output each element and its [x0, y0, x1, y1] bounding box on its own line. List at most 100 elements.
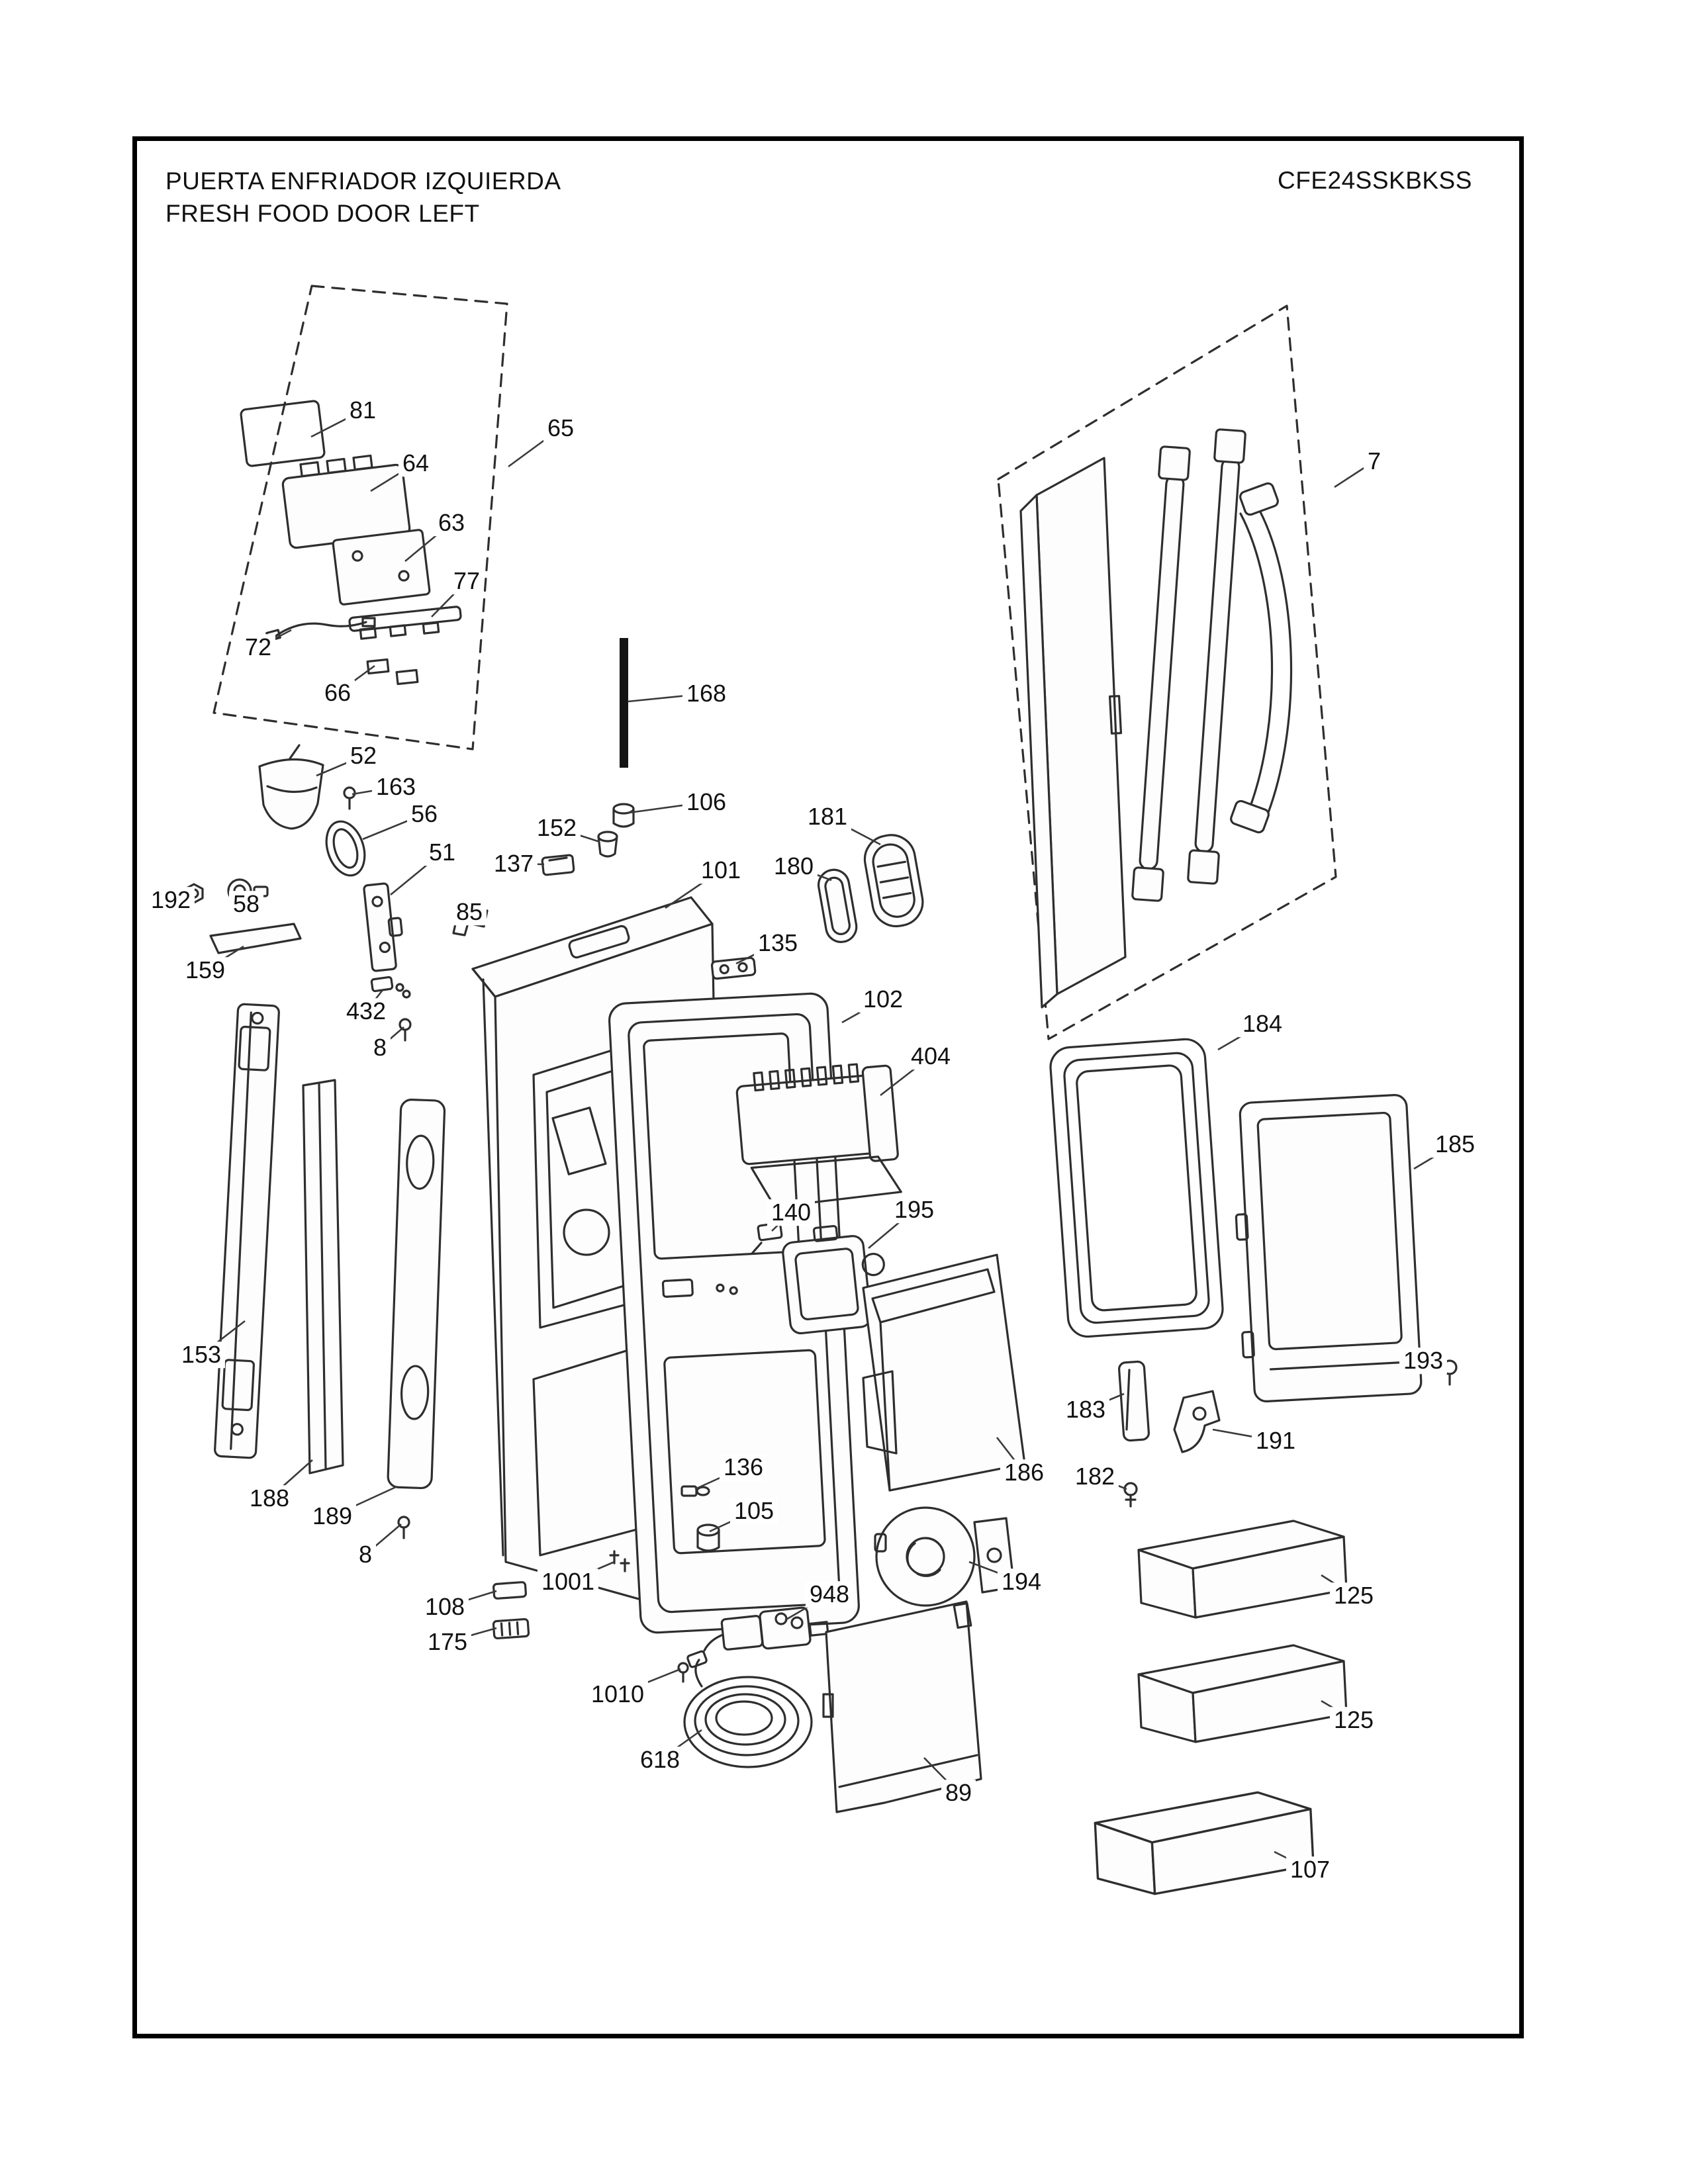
part-7-curved-handle	[1230, 482, 1293, 834]
part-432-retainer	[370, 976, 411, 999]
part-7-handle-bar-1	[1131, 445, 1191, 902]
part-65-module-box	[212, 285, 508, 751]
callout-193: 193	[1399, 1347, 1448, 1374]
callout-180: 180	[769, 853, 818, 880]
part-188-trim-strip	[302, 1079, 344, 1475]
callout-159: 159	[181, 957, 230, 983]
callout-188: 188	[245, 1485, 294, 1512]
callout-137: 137	[489, 850, 538, 877]
callout-163: 163	[371, 774, 420, 800]
callout-108: 108	[420, 1594, 469, 1620]
callout-186: 186	[1000, 1459, 1049, 1486]
model-number: CFE24SSKBKSS	[1278, 167, 1472, 194]
callout-152: 152	[532, 815, 581, 841]
part-1001-screws	[609, 1550, 630, 1572]
callout-175: 175	[423, 1629, 472, 1655]
part-125-door-bin-1	[1137, 1520, 1348, 1619]
part-64-dispenser-board	[281, 454, 411, 549]
part-63-control-board	[332, 529, 431, 606]
callout-105: 105	[729, 1498, 778, 1524]
callout-192: 192	[146, 887, 195, 913]
callout-1010: 1010	[586, 1681, 649, 1707]
part-105-plug	[696, 1524, 720, 1552]
part-195-auger-module	[782, 1224, 885, 1335]
callout-85: 85	[451, 899, 487, 925]
part-185-access-panel	[1235, 1094, 1423, 1402]
callout-432: 432	[342, 998, 391, 1024]
part-52-dispenser-funnel	[258, 744, 324, 830]
callout-8: 8	[369, 1034, 391, 1061]
callout-72: 72	[240, 634, 276, 660]
part-152-grommet	[597, 831, 618, 858]
part-153-flipper-mullion	[214, 1003, 280, 1459]
callout-125: 125	[1329, 1582, 1378, 1609]
callout-66: 66	[320, 680, 355, 706]
callout-77: 77	[449, 568, 485, 594]
callout-153: 153	[177, 1342, 226, 1368]
callout-136: 136	[719, 1454, 768, 1480]
callout-102: 102	[859, 986, 908, 1013]
callout-125: 125	[1329, 1707, 1378, 1733]
part-180-bezel-trim	[818, 868, 858, 943]
part-51-bracket	[363, 882, 403, 972]
part-8-screw-1	[399, 1018, 412, 1042]
callout-181: 181	[803, 803, 852, 830]
callout-948: 948	[805, 1581, 854, 1608]
callout-63: 63	[434, 510, 469, 536]
part-184-door-gasket	[1049, 1038, 1224, 1338]
callout-140: 140	[767, 1199, 816, 1226]
part-7-handle-bar-2	[1187, 428, 1246, 885]
part-106-plug	[612, 803, 635, 828]
part-7-door-slab	[1019, 457, 1127, 1009]
title-spanish: PUERTA ENFRIADOR IZQUIERDA	[165, 167, 561, 195]
part-163-screw	[343, 786, 356, 810]
callout-185: 185	[1430, 1131, 1479, 1158]
part-159-flap	[209, 923, 302, 954]
part-404-ice-maker	[735, 1063, 902, 1208]
callout-7: 7	[1363, 448, 1385, 475]
callout-191: 191	[1251, 1428, 1300, 1454]
callout-618: 618	[635, 1747, 684, 1773]
callout-107: 107	[1286, 1856, 1335, 1883]
callout-81: 81	[345, 397, 381, 424]
callout-168: 168	[682, 680, 731, 707]
diagram-title: PUERTA ENFRIADOR IZQUIERDA FRESH FOOD DO…	[165, 165, 561, 230]
part-107-door-bin	[1094, 1791, 1315, 1895]
callout-89: 89	[941, 1780, 976, 1806]
part-7-handle-kit-box	[997, 304, 1337, 1040]
part-81-display-plate	[240, 400, 326, 467]
part-168-tube	[620, 638, 628, 768]
callout-1001: 1001	[537, 1569, 599, 1595]
part-56-seal-ring	[325, 820, 366, 877]
callout-65: 65	[543, 415, 579, 441]
callout-404: 404	[906, 1043, 955, 1069]
part-183-cover	[1118, 1360, 1150, 1442]
part-66-clips	[366, 658, 419, 686]
callout-189: 189	[308, 1503, 357, 1529]
part-1010-screw	[677, 1662, 689, 1683]
part-135-bracket	[710, 956, 757, 980]
callout-183: 183	[1061, 1396, 1110, 1423]
callout-56: 56	[406, 801, 442, 827]
part-175-vent-grille	[492, 1617, 530, 1640]
title-english: FRESH FOOD DOOR LEFT	[165, 199, 480, 227]
callout-195: 195	[890, 1197, 939, 1223]
callout-135: 135	[753, 930, 802, 956]
part-618-water-tank-coil	[683, 1650, 813, 1768]
callout-58: 58	[228, 891, 264, 917]
part-136-clip	[680, 1485, 710, 1497]
part-191-bracket	[1173, 1390, 1221, 1453]
callout-64: 64	[398, 450, 434, 477]
part-189-trim-cover	[387, 1099, 446, 1490]
part-8-screw-2	[397, 1516, 410, 1539]
callout-194: 194	[997, 1569, 1046, 1595]
part-89-insulation-panel	[822, 1600, 982, 1813]
callout-101: 101	[696, 857, 745, 884]
part-948-water-valve	[703, 1606, 829, 1652]
callout-51: 51	[424, 839, 460, 866]
callout-182: 182	[1070, 1463, 1119, 1490]
part-186-dispenser-chute	[862, 1253, 1026, 1492]
